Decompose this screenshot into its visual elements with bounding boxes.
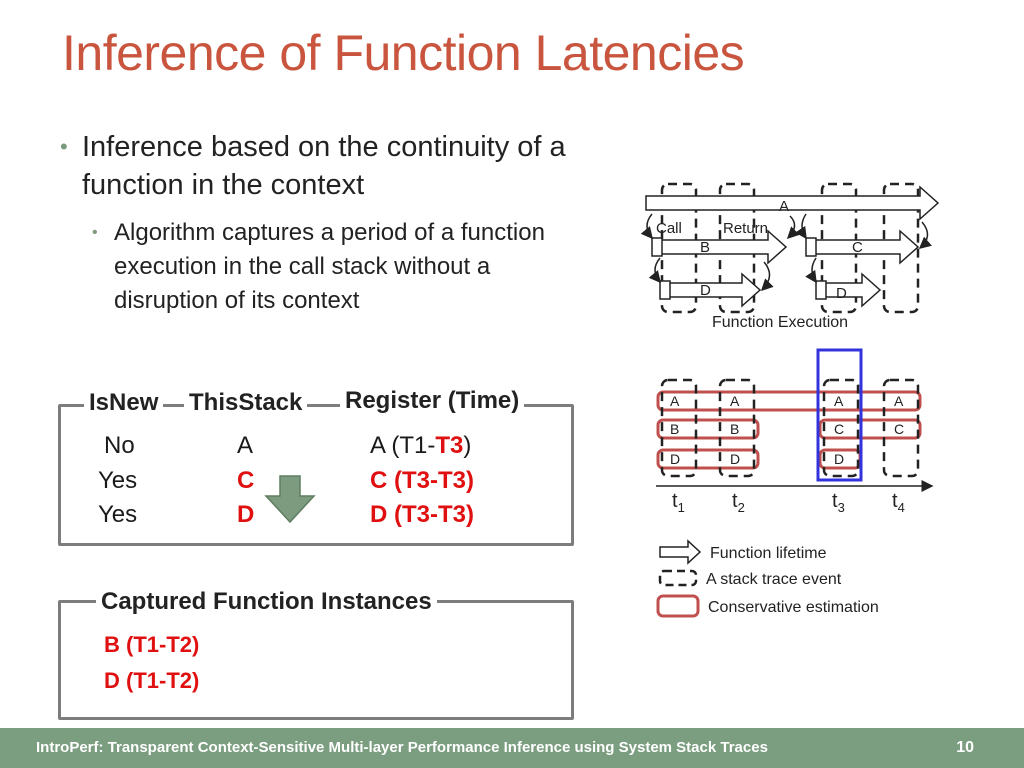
- cell-thisstack-0: A: [237, 432, 254, 459]
- stack-2-a: A: [834, 393, 844, 409]
- header-register: Register (Time): [340, 387, 525, 415]
- label-call: Call: [656, 220, 682, 237]
- legend-stack-trace-icon: [658, 569, 698, 587]
- diagram-caption: Function Execution: [712, 314, 848, 331]
- stack-3-a: A: [894, 393, 904, 409]
- captured-title: Captured Function Instances: [96, 588, 437, 616]
- function-arrow-b: [653, 229, 788, 265]
- captured-item-1: D (T1-T2): [104, 668, 200, 693]
- time-label-4: t4: [892, 490, 905, 515]
- bullet-dot-icon: •: [60, 134, 68, 159]
- estimation-row-a: [656, 390, 922, 412]
- legend-lifetime-icon: [659, 539, 702, 565]
- estimation-row-b: [656, 418, 760, 440]
- legend-estimation-label: Conservative estimation: [708, 599, 879, 616]
- cell-thisstack-1: C: [237, 467, 255, 494]
- time-label-2: t2: [732, 490, 745, 515]
- cell-isnew-1: Yes: [98, 467, 138, 494]
- bullet-level1-text: Inference based on the continuity of a f…: [82, 131, 566, 201]
- function-arrow-d2: [817, 272, 882, 308]
- fn-label-a: A: [779, 198, 789, 215]
- estimation-row-d1: [656, 448, 760, 470]
- bullet-level1: • Inference based on the continuity of a…: [60, 128, 620, 204]
- register-bold: T3: [435, 432, 464, 459]
- estimation-row-c: [818, 418, 922, 440]
- bullet-dot-icon: •: [92, 224, 98, 241]
- slide-title: Inference of Function Latencies: [62, 25, 745, 81]
- stack-1-a: A: [730, 393, 740, 409]
- fn-label-d2: D: [836, 285, 847, 302]
- footer-bar: IntroPerf: Transparent Context-Sensitive…: [0, 728, 1024, 768]
- cell-register-0: A (T1-T3): [370, 432, 471, 460]
- stack-2-d: D: [834, 451, 844, 467]
- label-return: Return: [723, 220, 768, 237]
- cell-isnew-2: Yes: [98, 501, 138, 528]
- header-thisstack: ThisStack: [184, 389, 308, 417]
- legend-estimation-icon: [656, 594, 700, 618]
- stack-3-c: C: [894, 421, 904, 437]
- function-arrow-d1: [661, 272, 762, 308]
- legend-lifetime-label: Function lifetime: [710, 545, 827, 562]
- cell-thisstack-2: D: [237, 501, 255, 528]
- down-arrow-icon: [264, 475, 316, 524]
- cell-isnew-0: No: [104, 432, 135, 459]
- time-label-3: t3: [832, 490, 845, 515]
- page-number: 10: [956, 739, 974, 756]
- stack-1-d: D: [730, 451, 740, 467]
- algorithm-table-box: [58, 404, 574, 546]
- time-label-1: t1: [672, 490, 685, 515]
- legend-stack-trace-label: A stack trace event: [706, 571, 842, 588]
- bullet-level2-text: Algorithm captures a period of a functio…: [114, 219, 545, 314]
- cell-register-2: D (T3-T3): [370, 501, 474, 528]
- header-isnew: IsNew: [84, 389, 164, 417]
- register-prefix: A (T1-: [370, 432, 436, 459]
- register-suffix: ): [463, 432, 472, 459]
- footer-text: IntroPerf: Transparent Context-Sensitive…: [36, 739, 768, 756]
- stack-0-b: B: [670, 421, 679, 437]
- fn-label-c: C: [852, 239, 863, 256]
- fn-label-d1: D: [700, 282, 711, 299]
- stack-2-c: C: [834, 421, 844, 437]
- function-arrow-a: [645, 185, 940, 221]
- stack-0-d: D: [670, 451, 680, 467]
- bullet-level2: • Algorithm captures a period of a funct…: [92, 216, 562, 318]
- stack-1-b: B: [730, 421, 739, 437]
- stack-0-a: A: [670, 393, 680, 409]
- captured-item-0: B (T1-T2): [104, 632, 200, 657]
- current-stack-highlight: [816, 348, 863, 482]
- diagram-canvas: A B C D D Call Return Function Execution…: [264, 182, 940, 618]
- function-arrow-c: [807, 229, 920, 265]
- fn-label-b: B: [700, 239, 710, 256]
- cell-register-1: C (T3-T3): [370, 467, 474, 494]
